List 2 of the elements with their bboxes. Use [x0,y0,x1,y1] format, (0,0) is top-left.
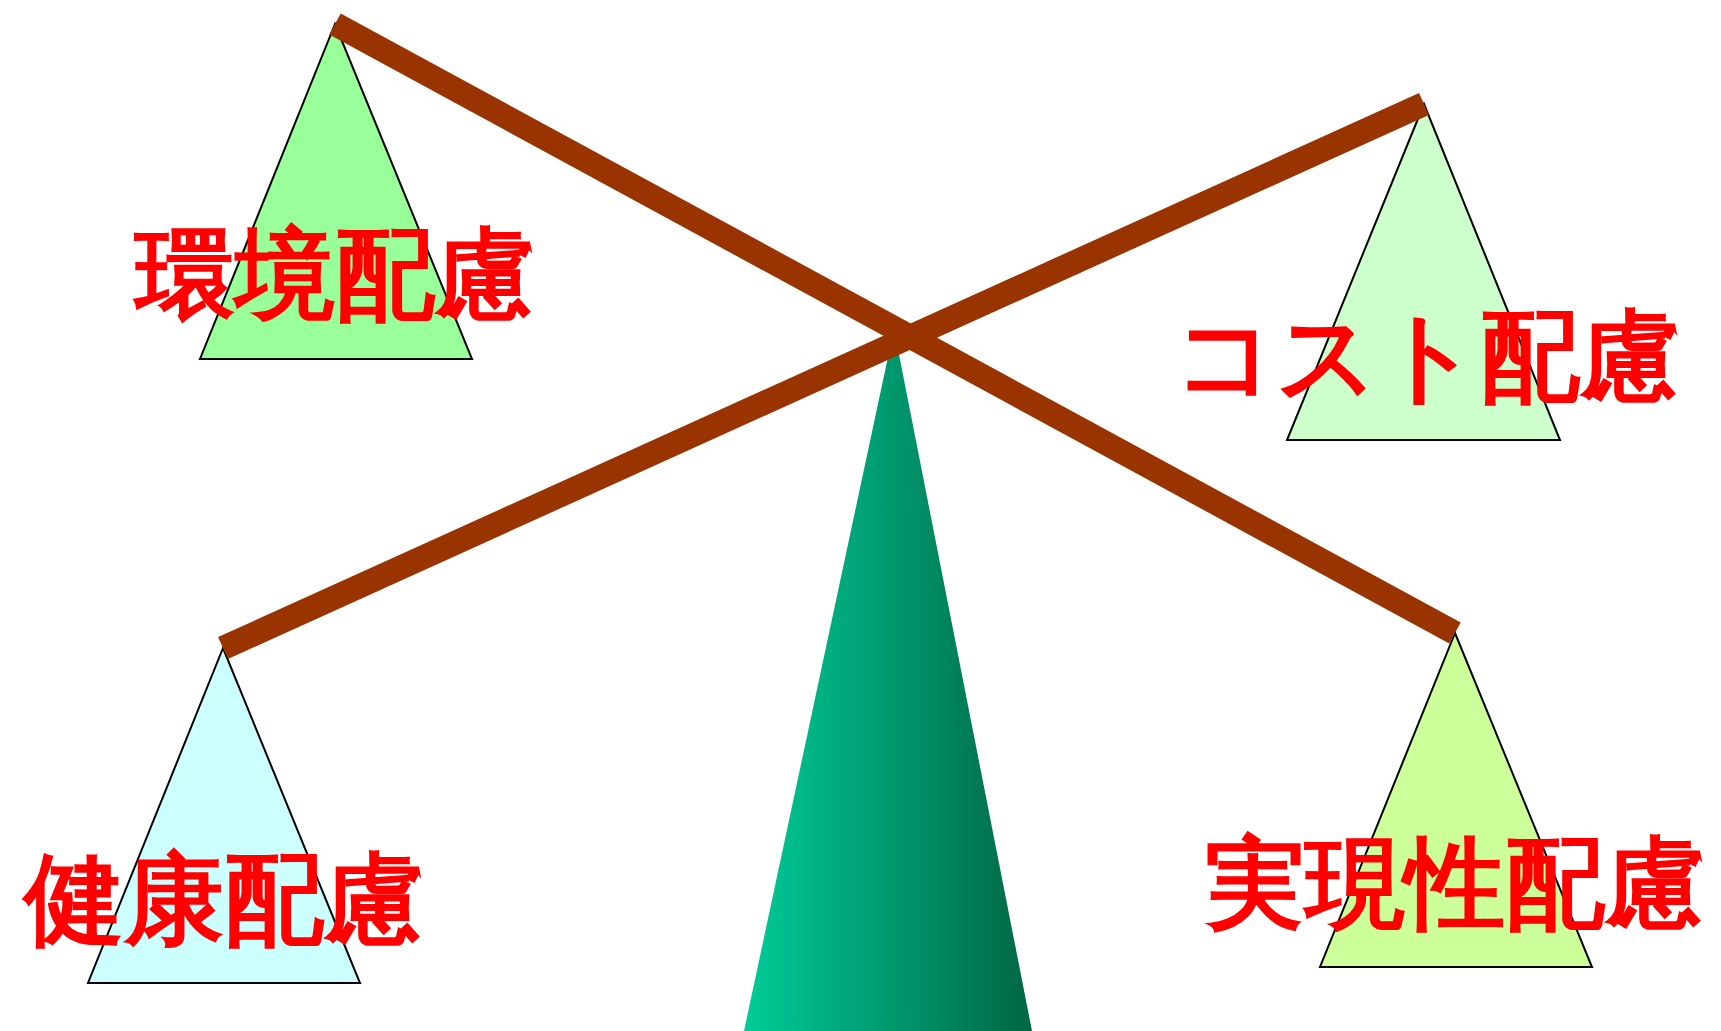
balance-beam [329,13,1461,644]
balance-beam [218,93,1429,659]
